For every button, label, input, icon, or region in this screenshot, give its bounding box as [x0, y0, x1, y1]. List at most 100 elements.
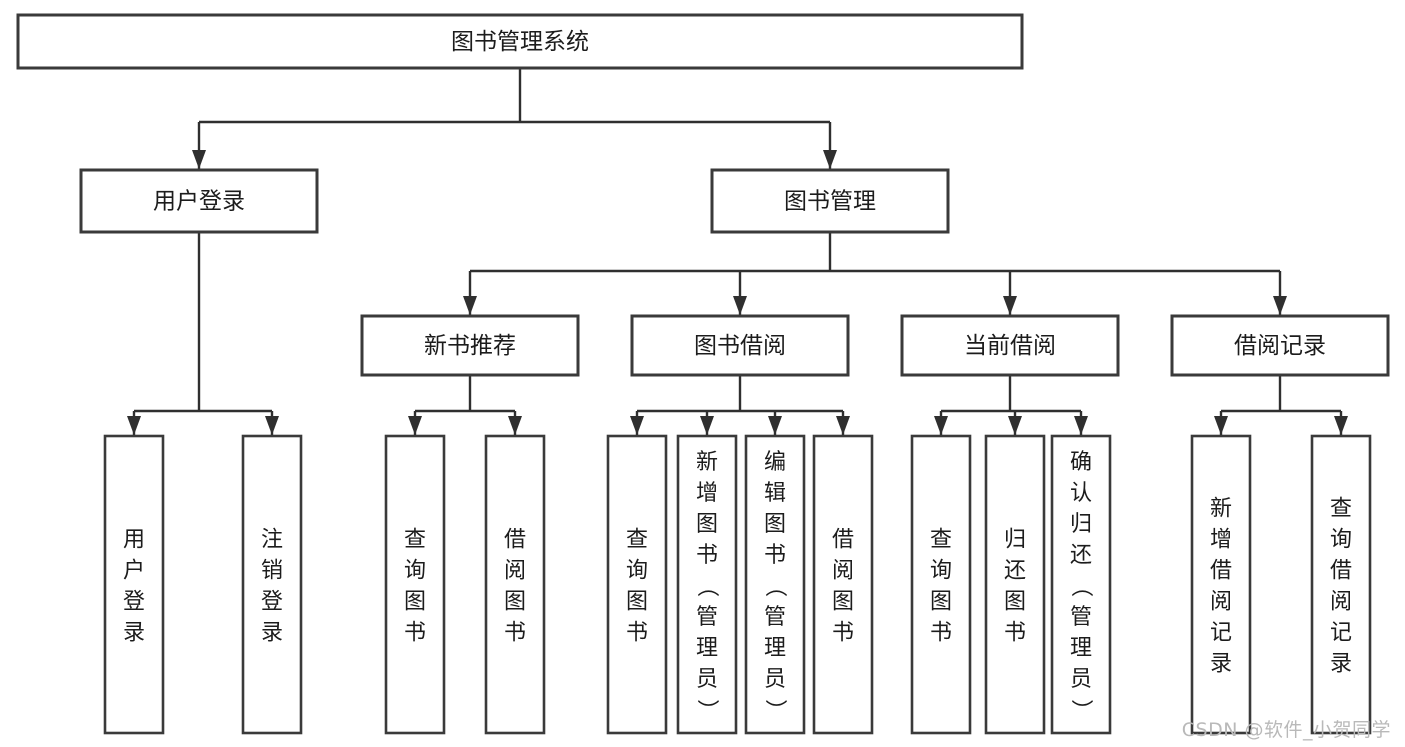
svg-text:图: 图 [626, 590, 648, 615]
svg-text:书: 书 [504, 621, 526, 646]
svg-text:查: 查 [626, 528, 648, 553]
node-layer: 图书管理系统用户登录用户登录注销登录图书管理新书推荐查询图书借阅图书图书借阅查询… [16, 13, 1390, 735]
arrow-head-icon [1074, 416, 1088, 435]
svg-text:查: 查 [930, 528, 952, 553]
arrow-head-icon [408, 416, 422, 435]
svg-text:书: 书 [626, 621, 648, 646]
node-box-borrow-book-2 [812, 434, 874, 735]
node-box-add-book-admin [676, 434, 738, 735]
svg-text:员: 员 [696, 667, 718, 692]
node-box-add-borrow-record [1190, 434, 1252, 735]
svg-text:归: 归 [1070, 512, 1092, 537]
node-user-login-do[interactable]: 用户登录 [103, 434, 165, 735]
node-box-query-book-1 [384, 434, 446, 735]
csdn-watermark: CSDN @软件_小贺同学 [1181, 719, 1391, 741]
node-current-borrow[interactable]: 当前借阅 [900, 314, 1120, 377]
svg-text:）: ） [1068, 699, 1093, 721]
node-book-manage[interactable]: 图书管理 [710, 168, 950, 234]
svg-text:户: 户 [123, 559, 145, 584]
svg-text:还: 还 [1070, 543, 1092, 568]
svg-text:员: 员 [764, 667, 786, 692]
connector-layer [127, 68, 1348, 435]
node-box-book-manage [710, 168, 950, 234]
node-box-query-book-3 [910, 434, 972, 735]
svg-text:辑: 辑 [764, 481, 786, 506]
svg-text:借: 借 [1330, 559, 1352, 584]
node-root[interactable]: 图书管理系统 [16, 13, 1024, 70]
arrow-head-icon [463, 296, 477, 315]
node-box-user-login [79, 168, 319, 234]
node-box-book-borrow [630, 314, 850, 377]
arrow-head-icon [630, 416, 644, 435]
arrow-head-icon [508, 416, 522, 435]
svg-text:图: 图 [930, 590, 952, 615]
svg-text:增: 增 [696, 481, 718, 506]
node-user-login[interactable]: 用户登录 [79, 168, 319, 234]
svg-text:阅: 阅 [1210, 590, 1232, 615]
svg-text:阅: 阅 [832, 559, 854, 584]
node-box-edit-book-admin [744, 434, 806, 735]
svg-text:记: 记 [1210, 621, 1232, 646]
arrow-head-icon [934, 416, 948, 435]
node-book-borrow[interactable]: 图书借阅 [630, 314, 850, 377]
svg-text:书: 书 [696, 543, 718, 568]
node-box-current-borrow [900, 314, 1120, 377]
arrow-head-icon [836, 416, 850, 435]
svg-text:书: 书 [764, 543, 786, 568]
svg-text:图: 图 [504, 590, 526, 615]
node-borrow-records[interactable]: 借阅记录 [1170, 314, 1390, 377]
svg-text:增: 增 [1210, 528, 1232, 553]
svg-text:归: 归 [1004, 528, 1026, 553]
svg-text:书: 书 [404, 621, 426, 646]
svg-text:录: 录 [1330, 652, 1352, 677]
svg-text:借: 借 [1210, 559, 1232, 584]
svg-text:询: 询 [1330, 528, 1352, 553]
svg-text:书: 书 [1004, 621, 1026, 646]
node-box-query-book-2 [606, 434, 668, 735]
svg-text:）: ） [694, 699, 719, 721]
node-new-book-recommend[interactable]: 新书推荐 [360, 314, 580, 377]
svg-text:用: 用 [123, 528, 145, 553]
svg-text:借: 借 [832, 528, 854, 553]
svg-text:管: 管 [696, 605, 718, 630]
svg-text:新: 新 [696, 450, 718, 475]
svg-text:询: 询 [404, 559, 426, 584]
svg-text:登: 登 [261, 590, 283, 615]
node-box-borrow-book-1 [484, 434, 546, 735]
svg-text:理: 理 [1070, 636, 1092, 661]
svg-text:查: 查 [1330, 497, 1352, 522]
svg-text:（: （ [1068, 575, 1093, 597]
svg-text:（: （ [762, 575, 787, 597]
node-box-return-book [984, 434, 1046, 735]
arrow-head-icon [192, 150, 206, 169]
svg-text:（: （ [694, 575, 719, 597]
node-box-user-logout [241, 434, 303, 735]
arrow-head-icon [700, 416, 714, 435]
svg-text:书: 书 [832, 621, 854, 646]
svg-text:登: 登 [123, 590, 145, 615]
node-label-user-login-do: 用户登录 [123, 528, 145, 646]
node-label-borrow-records: 借阅记录 [1234, 333, 1326, 359]
